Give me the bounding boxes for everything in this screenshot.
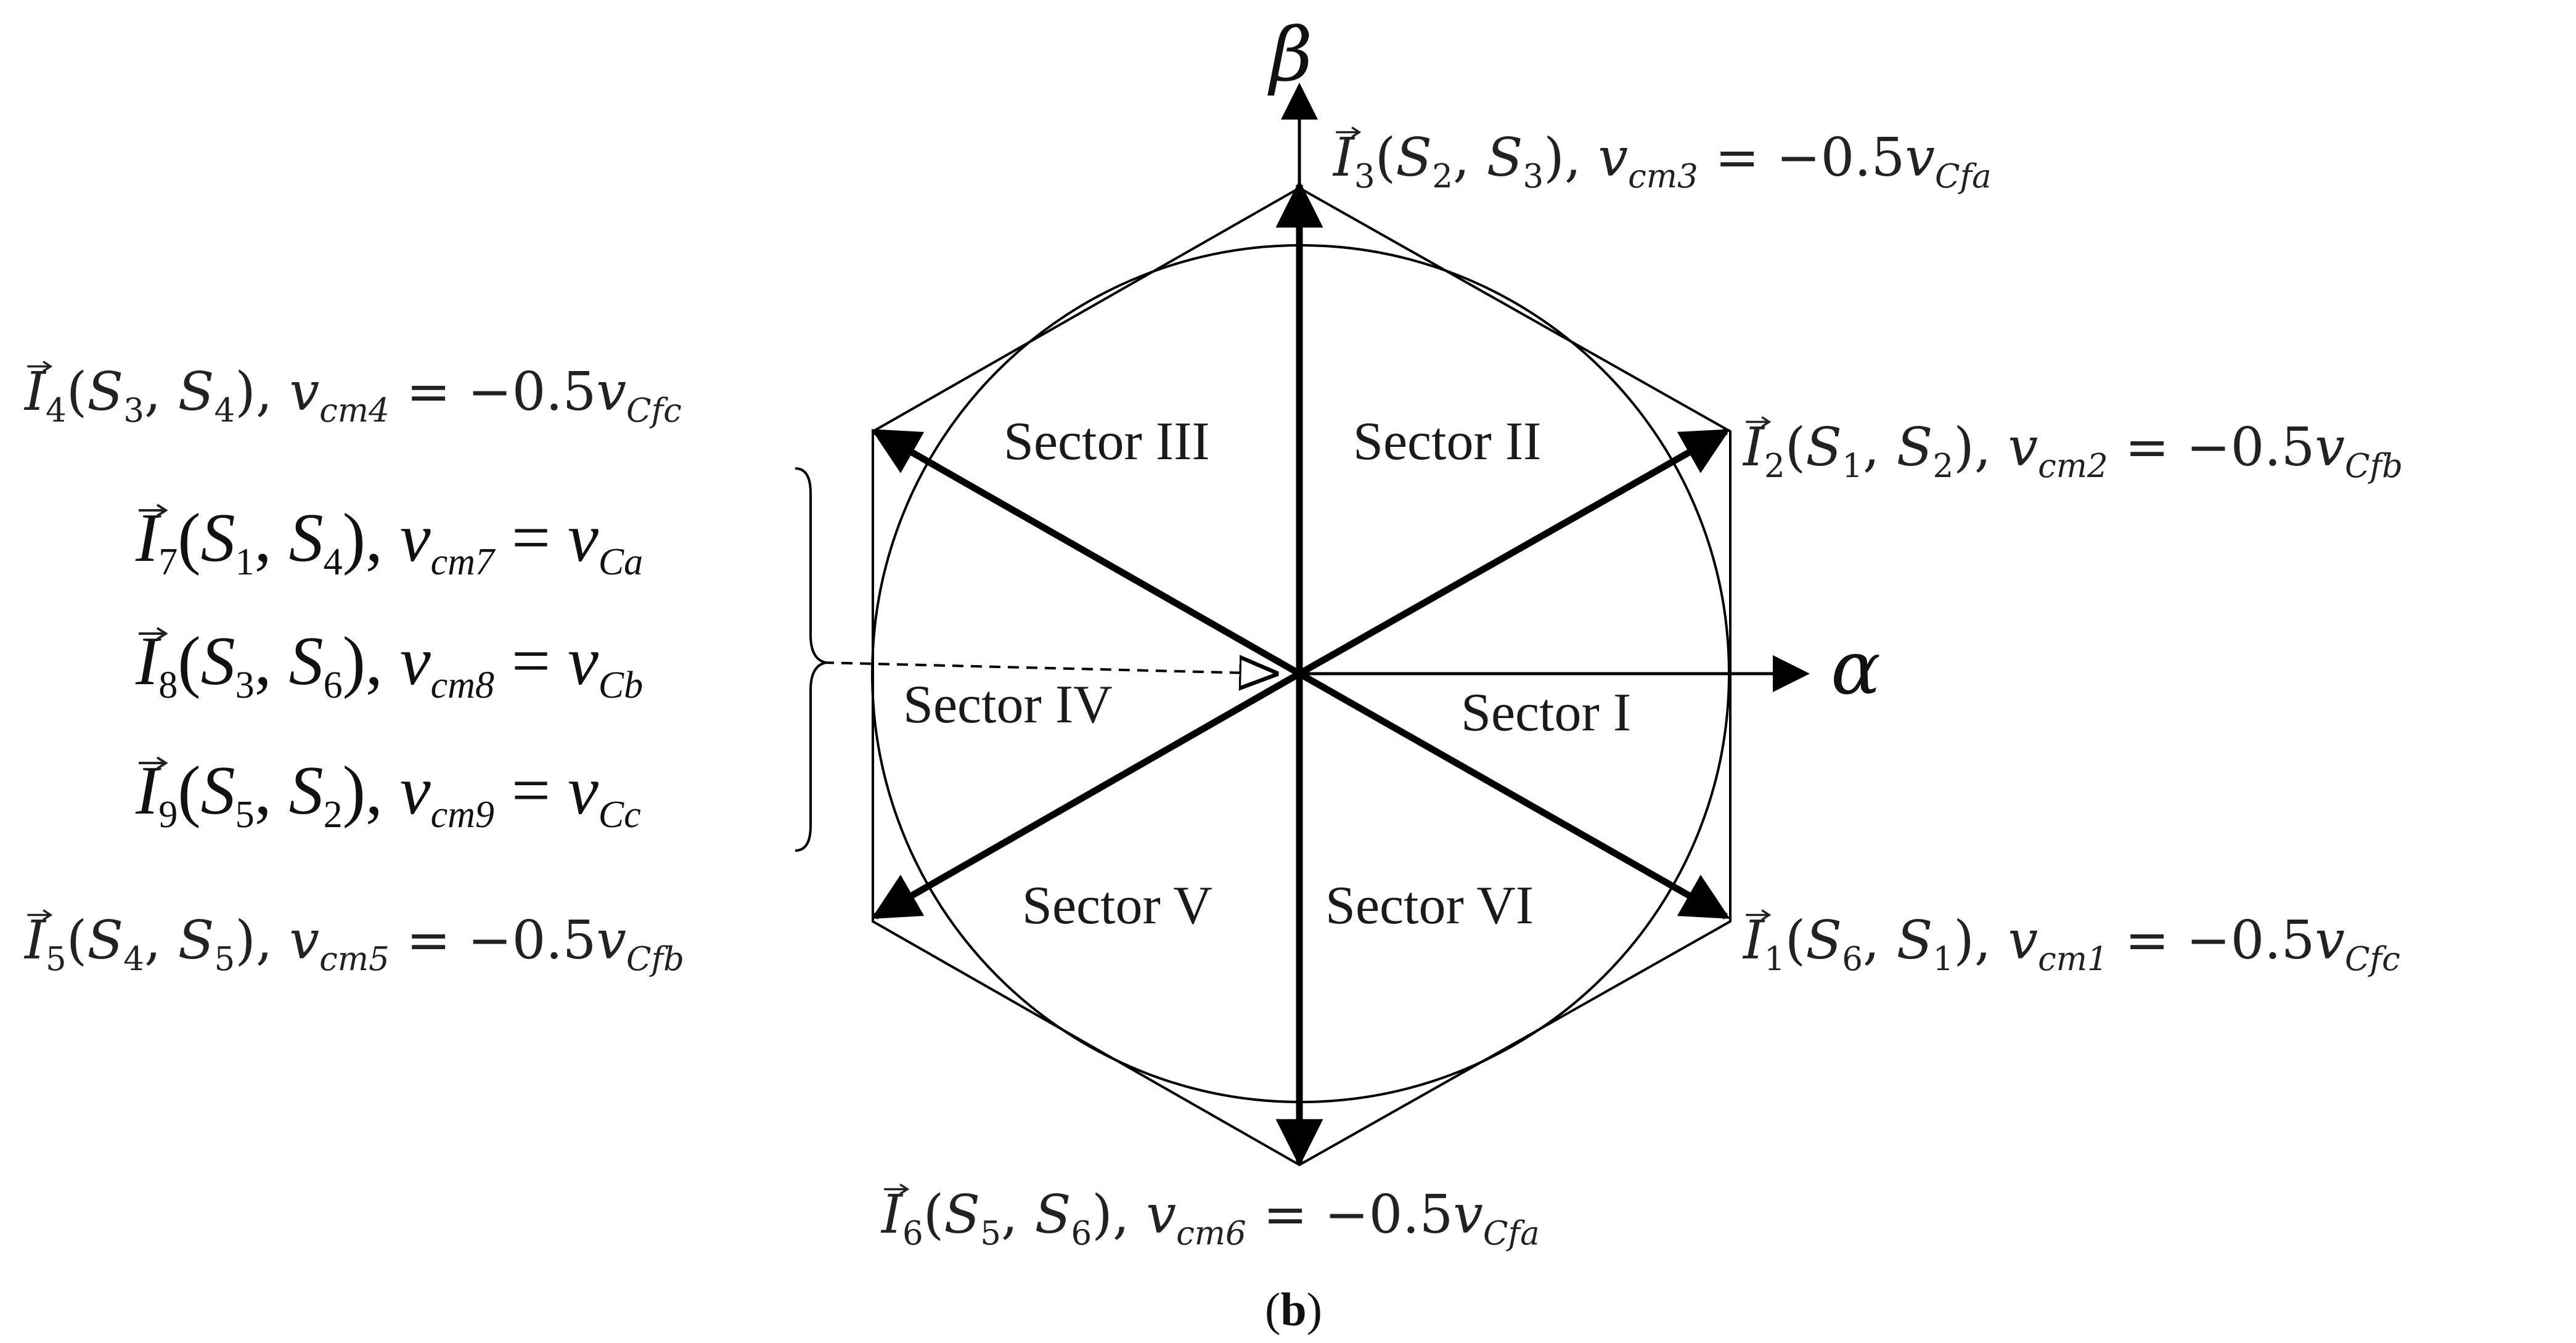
vector-i4-label: I4(S3, S4), vcm4 = −0.5vCfc: [23, 361, 682, 430]
zero-vector-brace: [795, 467, 827, 852]
sector-vi-label: Sector VI: [1325, 876, 1534, 936]
beta-axis-label: β: [1267, 12, 1312, 98]
active-vector-labels: I1(S6, S1), vcm1 = −0.5vCfc I2(S1, S2), v…: [23, 126, 2403, 1252]
figure-caption: (b): [1265, 1284, 1322, 1336]
vector-i3-label: I3(S2, S3), vcm3 = −0.5vCfa: [1332, 127, 1992, 195]
vector-i1-arrow: [1298, 671, 1730, 920]
sector-v-label: Sector V: [1022, 876, 1212, 936]
caption-letter: b: [1280, 1284, 1306, 1336]
vector-i3-label-arrow-accent: [1336, 126, 1362, 138]
vector-i5-label: I5(S4, S5), vcm5 = −0.5vCfb: [23, 910, 684, 978]
sector-i-label: Sector I: [1461, 683, 1631, 743]
vector-i4-arrow: [871, 428, 1301, 677]
vector-i9-label-arrow-accent: [139, 756, 168, 770]
vector-i2-label-arrow-accent: [1746, 416, 1772, 428]
vector-i7-label-arrow-accent: [139, 504, 168, 517]
vector-i1-label-arrow-accent: [1746, 909, 1772, 921]
zero-vector-dashed-arrow: [822, 663, 1275, 674]
vector-i6-label: I6(S5, S6), vcm6 = −0.5vCfa: [880, 1184, 1540, 1252]
vector-i2-label: I2(S1, S2), vcm2 = −0.5vCfb: [1742, 417, 2403, 485]
vector-i7-label: I7(S1, S4), vcm7 = vCa: [135, 500, 643, 583]
alpha-axis-label: α: [1831, 626, 1881, 711]
vector-i4-label-arrow-accent: [27, 361, 53, 372]
vector-i8-label: I8(S3, S6), vcm8 = vCb: [135, 623, 643, 706]
vector-i9-label: I9(S5, S2), vcm9 = vCc: [135, 753, 641, 836]
sector-iii-label: Sector III: [1004, 412, 1210, 471]
vector-i2-arrow: [1298, 428, 1730, 677]
caption-close-paren: ): [1307, 1284, 1322, 1336]
vector-i8-label-arrow-accent: [139, 627, 168, 640]
sector-ii-label: Sector II: [1353, 412, 1541, 471]
vector-i5-label-arrow-accent: [27, 909, 53, 921]
vector-i5-arrow: [871, 671, 1301, 920]
caption-open-paren: (: [1265, 1284, 1280, 1336]
vector-i6-label-arrow-accent: [884, 1183, 910, 1195]
vector-i1-label: I1(S6, S1), vcm1 = −0.5vCfc: [1742, 910, 2400, 978]
sector-iv-label: Sector IV: [903, 675, 1113, 735]
